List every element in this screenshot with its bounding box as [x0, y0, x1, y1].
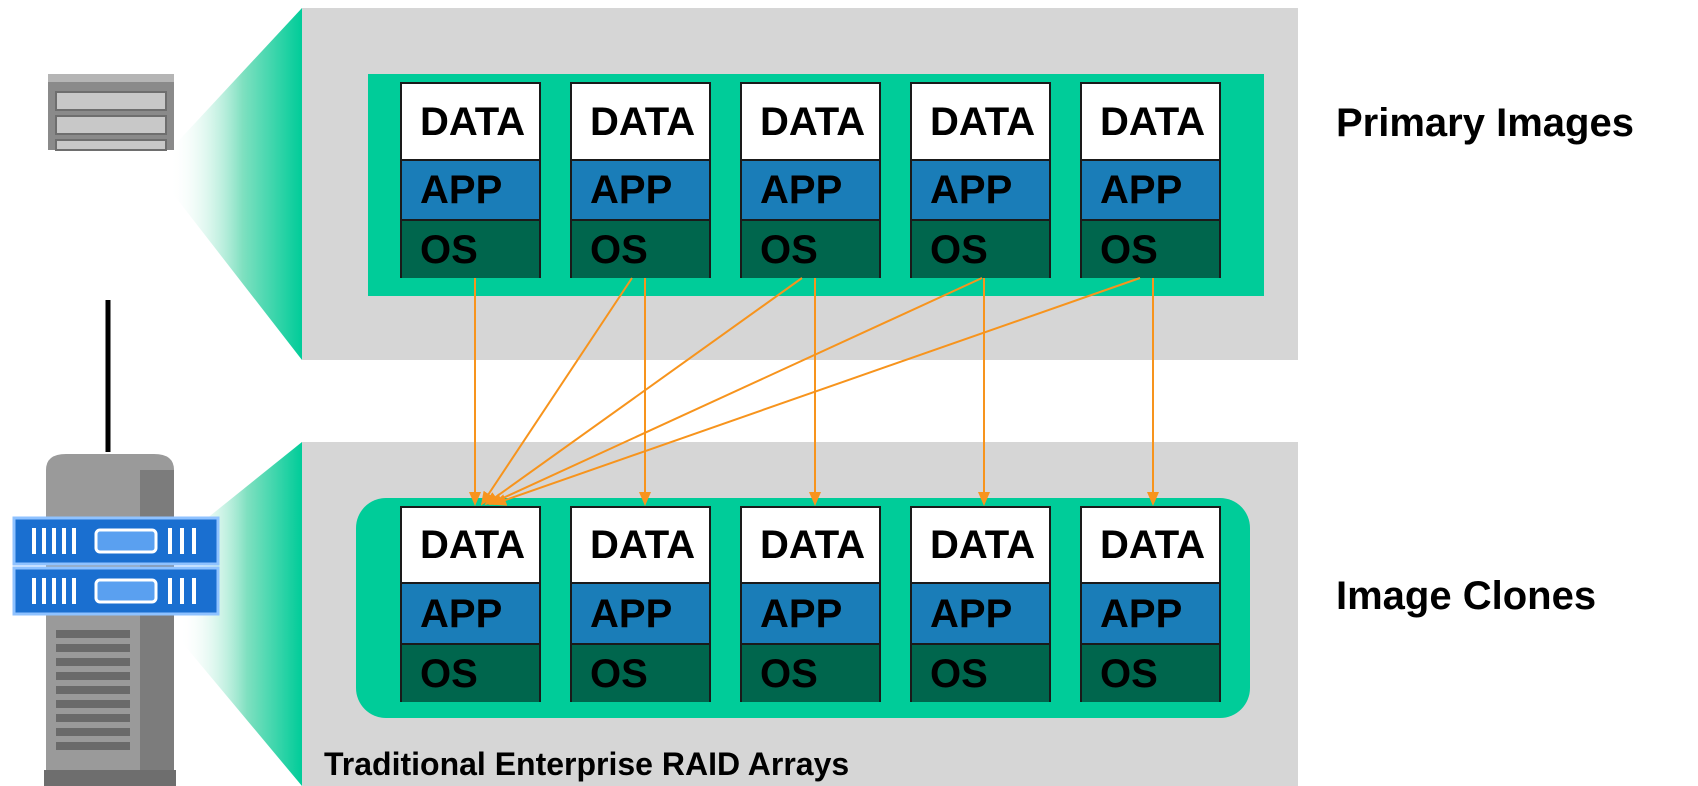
- os-layer: OS: [742, 643, 879, 702]
- primary-image-4: DATA APP OS: [910, 82, 1051, 278]
- image-clone-1: DATA APP OS: [400, 506, 541, 702]
- data-layer: DATA: [912, 508, 1049, 582]
- app-layer: APP: [572, 159, 709, 219]
- os-layer: OS: [572, 219, 709, 278]
- os-layer: OS: [402, 219, 539, 278]
- os-layer: OS: [912, 219, 1049, 278]
- app-layer: APP: [1082, 159, 1219, 219]
- data-layer: DATA: [912, 84, 1049, 159]
- primary-images-label: Primary Images: [1336, 101, 1634, 145]
- app-layer: APP: [912, 582, 1049, 643]
- primary-image-5: DATA APP OS: [1080, 82, 1221, 278]
- app-layer: APP: [402, 582, 539, 643]
- data-layer: DATA: [572, 508, 709, 582]
- data-layer: DATA: [572, 84, 709, 159]
- primary-image-1: DATA APP OS: [400, 82, 541, 278]
- data-layer: DATA: [1082, 508, 1219, 582]
- os-layer: OS: [572, 643, 709, 702]
- primary-image-2: DATA APP OS: [570, 82, 711, 278]
- primary-zoom-wedge: [170, 8, 302, 360]
- data-layer: DATA: [402, 84, 539, 159]
- app-layer: APP: [742, 159, 879, 219]
- app-layer: APP: [912, 159, 1049, 219]
- data-layer: DATA: [742, 84, 879, 159]
- image-clone-2: DATA APP OS: [570, 506, 711, 702]
- os-layer: OS: [1082, 643, 1219, 702]
- image-clone-5: DATA APP OS: [1080, 506, 1221, 702]
- data-layer: DATA: [402, 508, 539, 582]
- storage-shelf-icon: [48, 74, 174, 151]
- app-layer: APP: [572, 582, 709, 643]
- storage-tower-icon: [12, 454, 220, 786]
- app-layer: APP: [742, 582, 879, 643]
- data-layer: DATA: [1082, 84, 1219, 159]
- os-layer: OS: [402, 643, 539, 702]
- os-layer: OS: [912, 643, 1049, 702]
- app-layer: APP: [1082, 582, 1219, 643]
- os-layer: OS: [1082, 219, 1219, 278]
- image-clones-label: Image Clones: [1336, 574, 1597, 618]
- app-layer: APP: [402, 159, 539, 219]
- data-layer: DATA: [742, 508, 879, 582]
- raid-arrays-label: Traditional Enterprise RAID Arrays: [324, 746, 850, 782]
- primary-image-3: DATA APP OS: [740, 82, 881, 278]
- image-clone-3: DATA APP OS: [740, 506, 881, 702]
- os-layer: OS: [742, 219, 879, 278]
- image-clone-4: DATA APP OS: [910, 506, 1051, 702]
